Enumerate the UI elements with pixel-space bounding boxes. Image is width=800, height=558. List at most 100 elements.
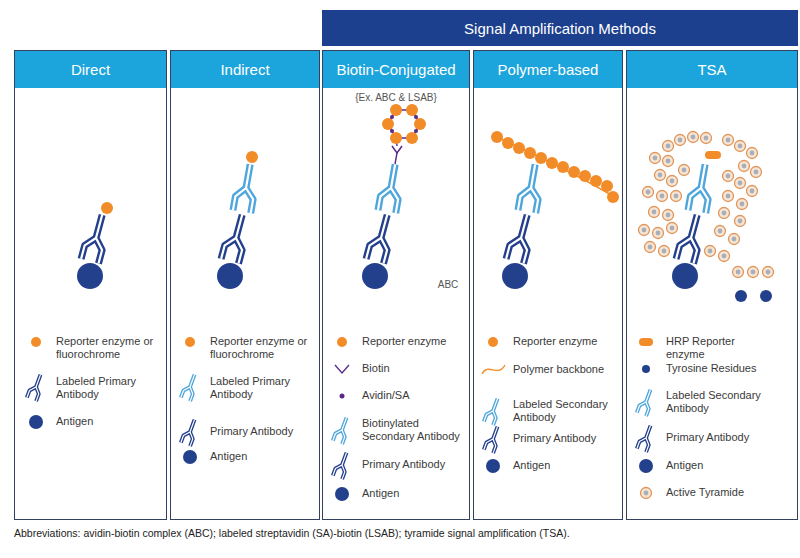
legend-icon <box>637 424 655 452</box>
tyramide <box>748 267 759 278</box>
legend-icon <box>337 337 347 347</box>
tyramide <box>729 234 740 245</box>
tyramide <box>667 176 678 187</box>
tyramide <box>650 153 661 164</box>
reporter-dot <box>579 170 591 182</box>
tyramide <box>671 191 682 202</box>
method-column: Indirect <box>170 50 320 520</box>
tyramide <box>719 251 730 262</box>
primary-antibody <box>506 212 536 263</box>
primary-antibody <box>366 212 396 263</box>
reporter-dot <box>524 147 536 159</box>
legend-icon <box>29 415 43 429</box>
legend-icon <box>340 394 345 399</box>
legend-label: Labeled Secondary Antibody <box>666 389 766 415</box>
reporter-dot <box>390 132 402 144</box>
reporter-dot <box>246 151 258 163</box>
legend-label: Antigen <box>513 459 613 472</box>
hrp-enzyme <box>705 151 721 159</box>
antigen <box>217 263 243 289</box>
avidin-dot <box>390 115 394 119</box>
secondary-antibody <box>688 163 714 213</box>
tyramide <box>705 246 716 257</box>
tyramide <box>639 225 650 236</box>
legend-label: Biotinylated Secondary Antibody <box>362 417 462 443</box>
avidin-dot <box>390 129 394 133</box>
legend-icon <box>641 488 652 499</box>
avidin-dot <box>414 129 418 133</box>
tyramide <box>657 191 668 202</box>
legend-icon <box>639 459 653 473</box>
antigen <box>362 263 388 289</box>
legend-label: Antigen <box>210 450 310 463</box>
legend-label: Reporter enzyme or fluorochrome <box>56 335 156 361</box>
column-header: Biotin-Conjugated <box>323 51 469 88</box>
reporter-dot <box>601 180 613 192</box>
reporter-dot <box>546 157 558 169</box>
tyramide <box>645 242 656 253</box>
legend-icon <box>181 373 199 401</box>
tyramide <box>719 208 730 219</box>
legend-label: Antigen <box>56 415 156 428</box>
tyramide <box>737 199 748 210</box>
legend-icon <box>639 338 653 346</box>
tyramide <box>723 171 734 182</box>
section-band: Signal Amplification Methods <box>322 10 798 46</box>
tyramide <box>655 170 666 181</box>
legend-icon <box>333 416 351 444</box>
column-header: TSA <box>627 51 797 88</box>
legend-label: Labeled Primary Antibody <box>210 375 310 401</box>
legend-icon <box>185 337 195 347</box>
legend-label: Reporter enzyme <box>513 335 613 348</box>
legend-label: Labeled Primary Antibody <box>56 375 156 401</box>
tyramide <box>663 156 674 167</box>
antigen <box>77 263 103 289</box>
method-column: Polymer-based <box>473 50 623 520</box>
tyramide <box>715 226 726 237</box>
tyramide <box>733 267 744 278</box>
method-column: TSA <box>626 50 798 520</box>
polymer-backbone <box>497 137 613 196</box>
antigen <box>672 263 698 289</box>
tyramide <box>688 132 699 143</box>
legend-icon <box>484 397 502 425</box>
reporter-dot <box>414 118 426 130</box>
tyramide <box>649 207 660 218</box>
tyramide <box>735 216 746 227</box>
reporter-dot <box>390 104 402 116</box>
reporter-dot <box>502 137 514 149</box>
tyramide <box>751 167 762 178</box>
legend-icon <box>482 365 505 374</box>
column-header: Indirect <box>171 51 319 88</box>
tyramide <box>679 165 690 176</box>
column-header: Direct <box>15 51 166 88</box>
tyramide <box>723 135 734 146</box>
reporter-dot <box>590 175 602 187</box>
primary-antibody <box>221 212 251 263</box>
legend-label: Labeled Secondary Antibody <box>513 398 613 424</box>
tyramide <box>667 223 678 234</box>
legend-icon <box>642 365 650 373</box>
legend-label: Active Tyramide <box>666 486 766 499</box>
legend-label: Primary Antibody <box>666 431 766 444</box>
reporter-dot <box>406 132 418 144</box>
primary-antibody <box>81 212 111 263</box>
legend-icon <box>183 450 197 464</box>
column-note: {Ex. ABC & LSAB} <box>323 92 469 103</box>
legend-icon <box>181 418 199 446</box>
reporter-dot <box>535 152 547 164</box>
band-title: Signal Amplification Methods <box>464 20 656 37</box>
legend-label: Tyrosine Residues <box>666 362 766 375</box>
tyramide <box>747 186 758 197</box>
legend-label: Antigen <box>362 487 462 500</box>
tyrosine-dot <box>735 290 747 302</box>
tyramide <box>735 178 746 189</box>
legend-label: Avidin/SA <box>362 389 462 402</box>
legend-icon <box>335 365 349 373</box>
column-note: ABC <box>433 279 463 290</box>
tyramide-cloud <box>639 132 762 262</box>
legend-label: Primary Antibody <box>513 432 613 445</box>
method-column: Direct <box>14 50 167 520</box>
secondary-antibody <box>233 163 259 213</box>
